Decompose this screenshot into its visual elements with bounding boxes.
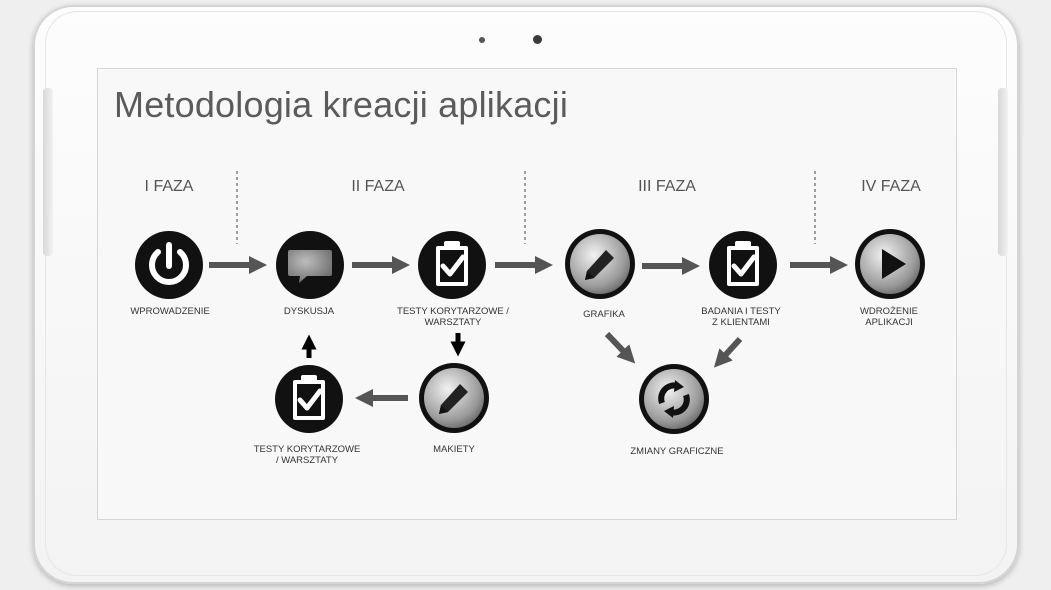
node-testy-1 bbox=[417, 230, 487, 305]
label-dyskusja: DYSKUSJA bbox=[283, 306, 335, 317]
play-icon bbox=[855, 229, 925, 299]
phase-4-label: IV FAZA bbox=[861, 178, 921, 195]
label-testy-1: TESTY KORYTARZOWE / WARSZTATY bbox=[397, 306, 509, 328]
node-dyskusja bbox=[275, 230, 345, 305]
side-button-right bbox=[998, 88, 1008, 256]
sensor-dot bbox=[479, 37, 485, 43]
camera-dot bbox=[533, 35, 542, 44]
side-button-left bbox=[43, 88, 53, 256]
phase-1-label: I FAZA bbox=[144, 178, 194, 195]
node-grafika bbox=[564, 228, 636, 305]
refresh-icon bbox=[639, 364, 709, 434]
slide-title: Metodologia kreacji aplikacji bbox=[114, 84, 569, 125]
label-badania: BADANIA I TESTY Z KLIENTAMI bbox=[701, 306, 781, 328]
node-zmiany bbox=[638, 363, 710, 440]
clipboard-check-icon bbox=[275, 365, 343, 433]
phase-3-label: III FAZA bbox=[638, 178, 696, 195]
node-makiety bbox=[418, 362, 490, 439]
label-makiety: MAKIETY bbox=[433, 444, 475, 455]
label-zmiany: ZMIANY GRAFICZNE bbox=[630, 446, 724, 457]
node-badania bbox=[708, 230, 778, 305]
arrow-badania-zmiany bbox=[713, 336, 743, 368]
speech-bubble-icon bbox=[276, 231, 344, 299]
slide-screen bbox=[97, 68, 957, 520]
label-grafika: GRAFIKA bbox=[583, 309, 625, 320]
arrow-grafika-zmiany bbox=[604, 331, 636, 364]
clipboard-check-icon bbox=[418, 231, 486, 299]
label-testy-2: TESTY KORYTARZOWE / WARSZTATY bbox=[253, 444, 361, 466]
phase-2-label: II FAZA bbox=[351, 178, 405, 195]
clipboard-check-icon bbox=[709, 231, 777, 299]
pencil-icon bbox=[565, 229, 635, 299]
node-testy-2 bbox=[274, 364, 344, 439]
power-icon bbox=[135, 231, 203, 299]
pencil-icon bbox=[419, 363, 489, 433]
node-wdrozenie bbox=[854, 228, 926, 305]
node-wprowadzenie bbox=[134, 230, 204, 305]
label-wdrozenie: WDROŻENIE APLIKACJI bbox=[859, 306, 919, 328]
label-wprowadzenie: WPROWADZENIE bbox=[130, 306, 210, 317]
